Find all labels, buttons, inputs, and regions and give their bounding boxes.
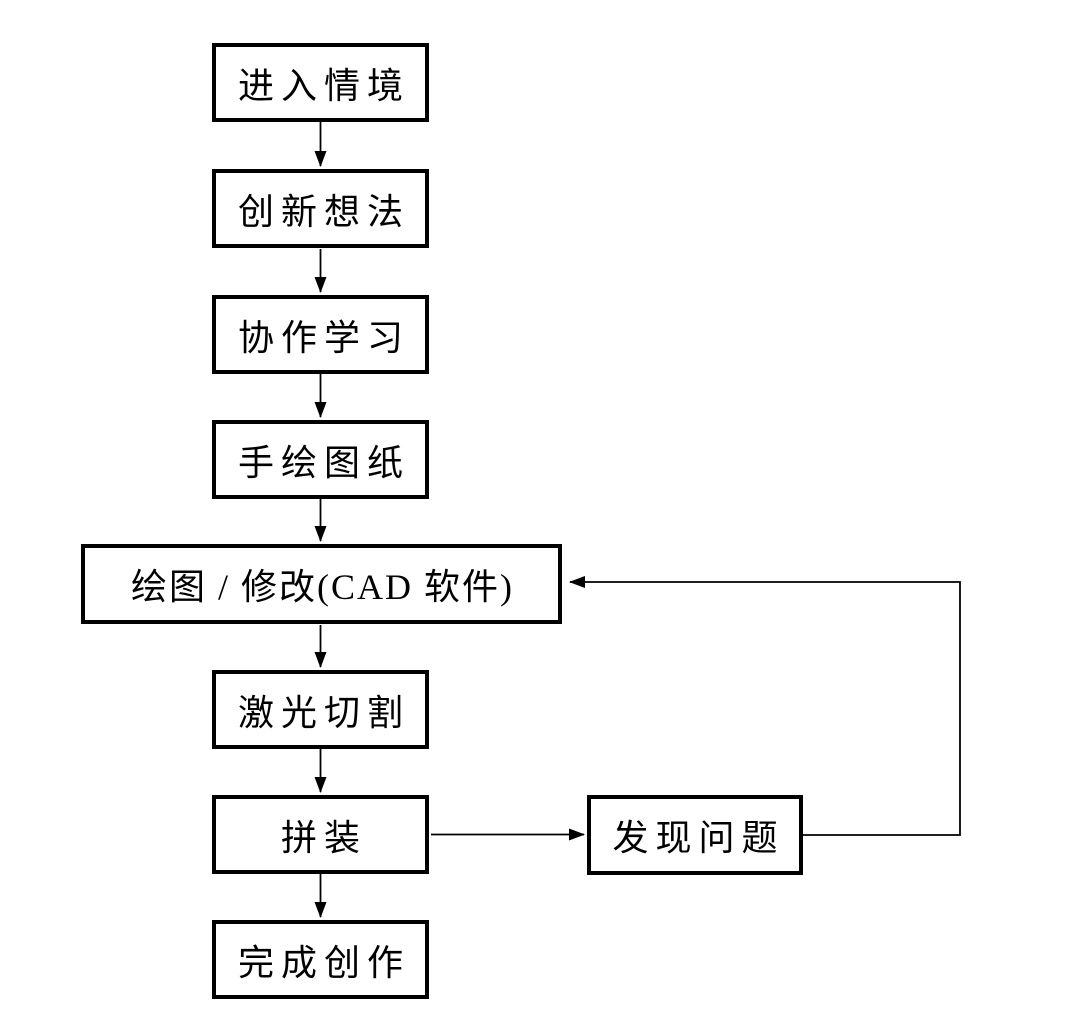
node-hand-drawn-drafts: 手绘图纸 <box>212 420 429 499</box>
node-label: 发现问题 <box>612 818 785 858</box>
node-label: 完成创作 <box>237 942 410 983</box>
node-find-problems: 发现问题 <box>587 795 803 875</box>
node-label: 创新想法 <box>237 191 410 232</box>
node-enter-situation: 进入情境 <box>212 43 429 122</box>
node-collaborative-learning: 协作学习 <box>212 295 429 374</box>
node-label: 协作学习 <box>237 317 410 358</box>
node-innovative-ideas: 创新想法 <box>212 169 429 248</box>
node-label: 拼装 <box>280 817 367 858</box>
node-label: 激光切割 <box>237 692 410 733</box>
node-label: 进入情境 <box>237 65 410 106</box>
node-label: 绘图 / 修改(CAD 软件) <box>131 567 514 607</box>
node-assembly: 拼装 <box>212 795 429 874</box>
node-laser-cutting: 激光切割 <box>212 670 429 749</box>
node-cad-draw-modify: 绘图 / 修改(CAD 软件) <box>81 544 562 624</box>
node-finish-creation: 完成创作 <box>212 920 429 999</box>
node-label: 手绘图纸 <box>237 442 410 483</box>
